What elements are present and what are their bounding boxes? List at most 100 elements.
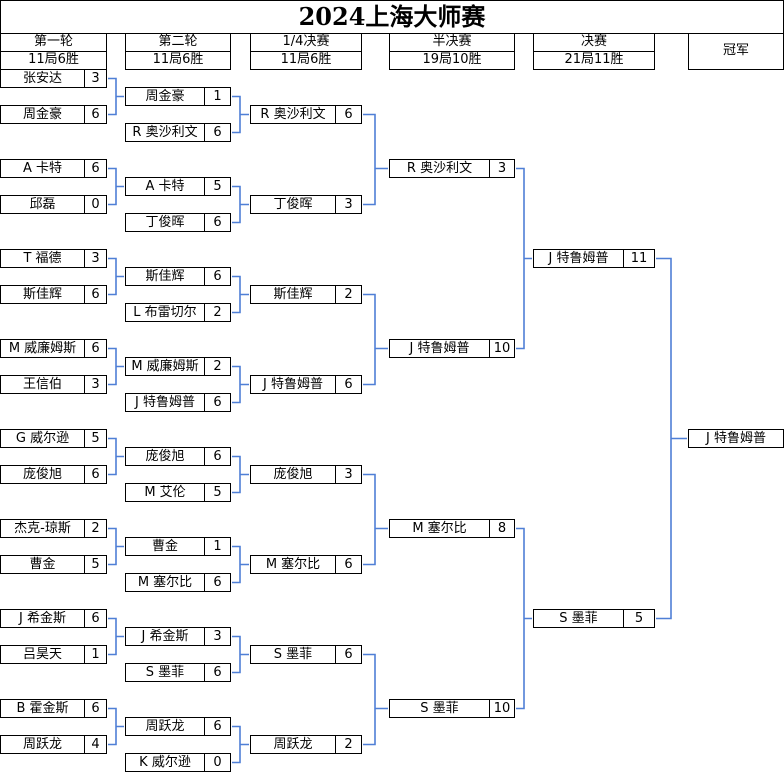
player-name: R 奥沙利文 [389,159,490,178]
round-header-format: 11局6胜 [250,51,362,70]
player-name: M 塞尔比 [125,573,205,592]
player-score: 4 [84,735,107,754]
player-score: 3 [204,627,231,646]
player-score: 3 [489,159,515,178]
bracket-connector [232,545,249,584]
player-name: 杰克-琼斯 [0,519,85,538]
player-score: 2 [335,285,362,304]
bracket-connector [232,275,249,314]
player-score: 2 [84,519,107,538]
player-score: 8 [489,519,515,538]
player-score: 3 [84,69,107,88]
player-score: 11 [623,249,655,268]
bracket-connector [108,257,124,296]
player-score: 2 [204,303,231,322]
player-score: 2 [335,735,362,754]
player-score: 6 [204,213,231,232]
player-name: J 特鲁姆普 [250,375,336,394]
player-name: 周跃龙 [125,717,205,736]
player-name: 张安达 [0,69,85,88]
round-header-name: 冠军 [688,33,784,70]
player-score: 6 [204,663,231,682]
player-name: 丁俊晖 [250,195,336,214]
player-score: 6 [335,555,362,574]
bracket-connector [363,113,388,206]
player-name: 斯佳辉 [250,285,336,304]
player-name: S 墨菲 [250,645,336,664]
player-name: 丁俊晖 [125,213,205,232]
bracket-connector [232,365,249,404]
bracket-connector [108,77,124,116]
bracket-connector [232,635,249,674]
player-score: 10 [489,699,515,718]
player-name: 斯佳辉 [0,285,85,304]
player-name: B 霍金斯 [0,699,85,718]
player-name: 庞俊旭 [0,465,85,484]
round-header-format: 19局10胜 [389,51,515,70]
bracket-connector [108,167,124,206]
bracket-connector [232,185,249,224]
player-score: 6 [84,105,107,124]
player-name: A 卡特 [125,177,205,196]
player-score: 2 [204,357,231,376]
player-score: 3 [84,249,107,268]
bracket-connector [108,617,124,656]
player-name: J 希金斯 [125,627,205,646]
player-name: 周跃龙 [0,735,85,754]
player-score: 1 [204,537,231,556]
player-score: 6 [84,699,107,718]
player-score: 1 [204,87,231,106]
player-score: 6 [84,285,107,304]
player-name: R 奥沙利文 [250,105,336,124]
bracket-connector [108,527,124,566]
player-score: 10 [489,339,515,358]
bracket-connector [108,347,124,386]
bracket-connector [363,653,388,746]
player-name: 周金豪 [125,87,205,106]
player-score: 5 [204,177,231,196]
round-header-name: 决赛 [533,33,655,52]
player-name: M 塞尔比 [250,555,336,574]
player-score: 6 [335,105,362,124]
player-score: 6 [204,573,231,592]
player-name: M 威廉姆斯 [0,339,85,358]
player-name: 周金豪 [0,105,85,124]
player-score: 6 [335,375,362,394]
player-name: 邱磊 [0,195,85,214]
bracket-connector [108,707,124,746]
player-name: J 特鲁姆普 [125,393,205,412]
player-score: 3 [335,195,362,214]
round-header-format: 11局6胜 [0,51,107,70]
player-score: 6 [204,447,231,466]
player-score: 3 [84,375,107,394]
player-name: R 奥沙利文 [125,123,205,142]
player-name: 周跃龙 [250,735,336,754]
player-score: 6 [204,393,231,412]
player-score: 5 [84,555,107,574]
round-header-name: 第一轮 [0,33,107,52]
bracket-connector [232,455,249,494]
player-score: 6 [204,267,231,286]
player-score: 5 [623,609,655,628]
bracket-connector [516,527,532,710]
player-name: 王信伯 [0,375,85,394]
bracket-connector [656,257,687,620]
bracket-connector [232,725,249,764]
round-header-format: 11局6胜 [125,51,231,70]
champion-name: J 特鲁姆普 [688,429,784,448]
player-name: M 塞尔比 [389,519,490,538]
player-name: 庞俊旭 [250,465,336,484]
player-name: 斯佳辉 [125,267,205,286]
player-score: 1 [84,645,107,664]
player-score: 6 [84,609,107,628]
player-name: T 福德 [0,249,85,268]
player-score: 5 [84,429,107,448]
player-score: 0 [84,195,107,214]
bracket-connector [516,167,532,350]
player-name: S 墨菲 [125,663,205,682]
player-name: J 特鲁姆普 [389,339,490,358]
bracket-connector [108,437,124,476]
bracket-connector [363,293,388,386]
player-score: 5 [204,483,231,502]
